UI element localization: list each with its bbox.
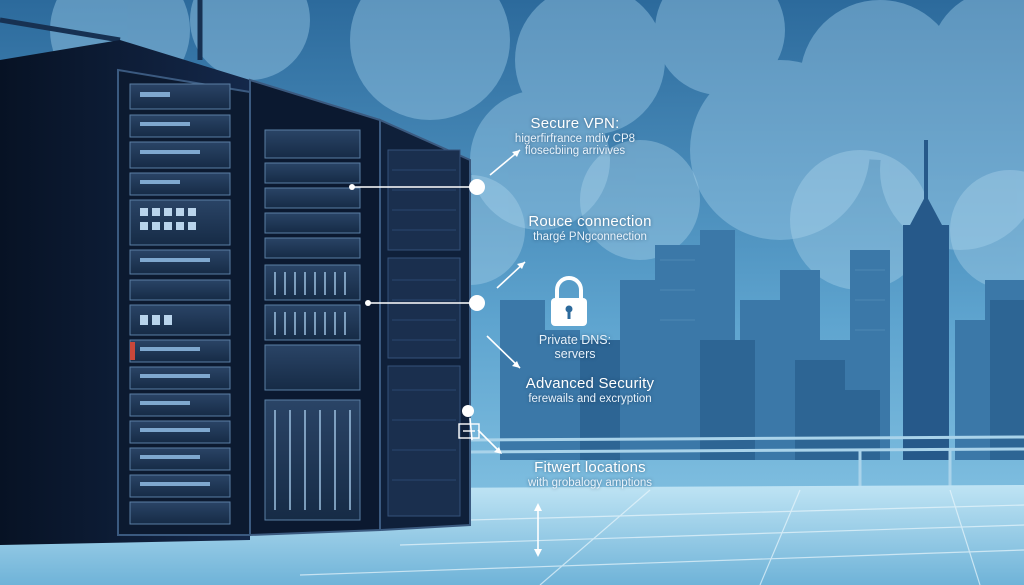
device-icon [458,423,480,439]
feature-title: Rouce connection [528,213,652,230]
feature-subtitle: flosecbiing arrivives [524,145,626,157]
connector-nodes [349,179,485,417]
feature-route-connection: Rouce connection thargé PNgconnection [515,213,665,243]
server-rack-icon [0,40,471,545]
railing [469,435,1024,490]
feature-title: Private DNS: [538,333,612,347]
feature-private-dns: Private DNS: servers [520,333,630,361]
feature-subtitle: servers [554,347,596,361]
feature-secure-vpn: Secure VPN: higerfirfrance mdiv CP8 flos… [500,115,650,157]
feature-subtitle: higerfirfrance mdiv CP8 [514,133,636,145]
feature-subtitle: ferewails and excryption [528,393,652,405]
feature-advanced-security: Advanced Security ferewails and excrypti… [510,375,670,405]
feature-locations: Fitwert locations with grobalogy amption… [510,459,670,489]
feature-subtitle: thargé PNgconnection [533,231,647,243]
feature-title: Secure VPN: [530,115,620,132]
feature-title: Advanced Security [525,375,655,392]
feature-title: Fitwert locations [534,459,646,476]
feature-subtitle: with grobalogy amptions [527,477,652,489]
clouds [50,0,1024,250]
padlock-icon [551,276,587,326]
